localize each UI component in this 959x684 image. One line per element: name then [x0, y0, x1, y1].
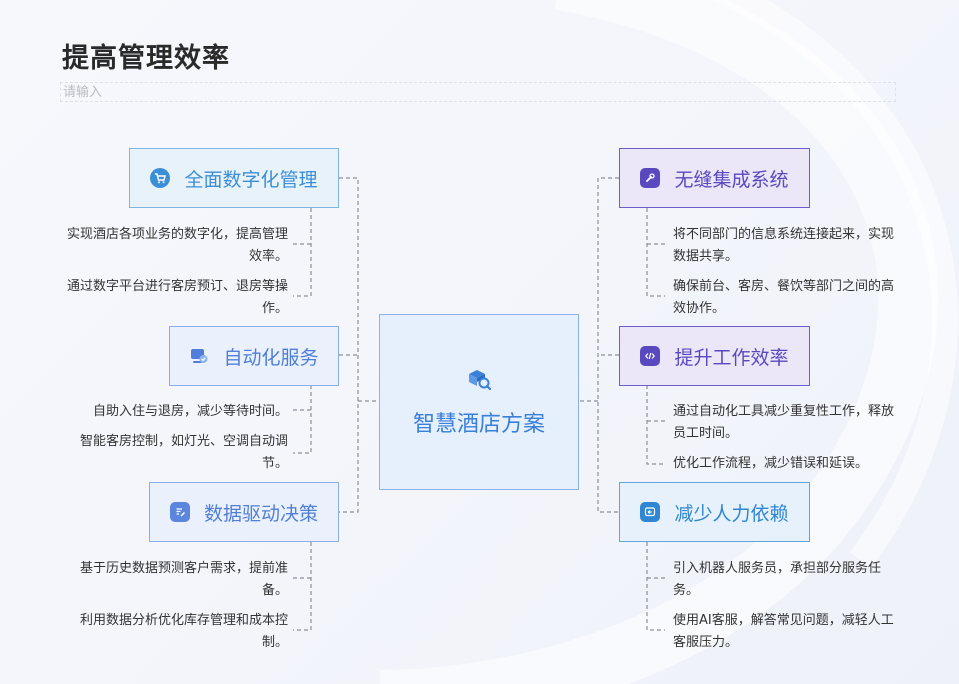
box-search-icon [469, 370, 492, 391]
reply-icon [640, 502, 661, 522]
desc-digital-1: 实现酒店各项业务的数字化，提高管理效率。 [66, 227, 288, 264]
page-title: 提高管理效率 [62, 43, 230, 74]
branch-work-efficiency[interactable]: 提升工作效率 [619, 326, 810, 386]
branch-data-driven-decision[interactable]: 数据驱动决策 [149, 482, 339, 542]
center-label: 智慧酒店方案 [412, 412, 545, 437]
desc-automation-2: 智能客房控制，如灯光、空调自动调节。 [79, 434, 288, 471]
branch-seamless-integration[interactable]: 无缝集成系统 [619, 148, 810, 208]
wrench-icon [640, 168, 661, 188]
branch-automation-service[interactable]: 自动化服务 [169, 326, 339, 386]
branch-label: 提升工作效率 [674, 346, 789, 369]
branch-label: 数据驱动决策 [203, 502, 318, 525]
monitor-check-icon [189, 346, 209, 366]
branch-label: 无缝集成系统 [674, 168, 789, 191]
code-icon [640, 346, 661, 366]
center-node[interactable]: 智慧酒店方案 [379, 314, 579, 490]
desc-data-1: 基于历史数据预测客户需求，提前准备。 [79, 561, 288, 598]
desc-digital-2: 通过数字平台进行客房预订、退房等操作。 [66, 279, 288, 316]
desc-efficiency-1: 通过自动化工具减少重复性工作，释放员工时间。 [673, 404, 895, 441]
branch-label: 全面数字化管理 [184, 168, 318, 191]
desc-automation-1: 自助入住与退房，减少等待时间。 [92, 404, 288, 419]
desc-integration-1: 将不同部门的信息系统连接起来，实现数据共享。 [673, 227, 895, 264]
subtitle-input[interactable] [60, 82, 896, 102]
branch-label: 自动化服务 [223, 346, 319, 369]
desc-labor-1: 引入机器人服务员，承担部分服务任务。 [673, 561, 882, 598]
branch-reduce-labor[interactable]: 减少人力依赖 [619, 482, 810, 542]
document-edit-icon [169, 502, 190, 522]
desc-efficiency-2: 优化工作流程，减少错误和延误。 [673, 456, 869, 471]
branch-label: 减少人力依赖 [674, 502, 789, 525]
branch-digital-management[interactable]: 全面数字化管理 [129, 148, 339, 208]
desc-data-2: 利用数据分析优化库存管理和成本控制。 [79, 613, 288, 650]
cart-icon [150, 168, 171, 188]
desc-labor-2: 使用AI客服，解答常见问题，减轻人工客服压力。 [673, 613, 894, 650]
desc-integration-2: 确保前台、客房、餐饮等部门之间的高效协作。 [673, 279, 895, 316]
